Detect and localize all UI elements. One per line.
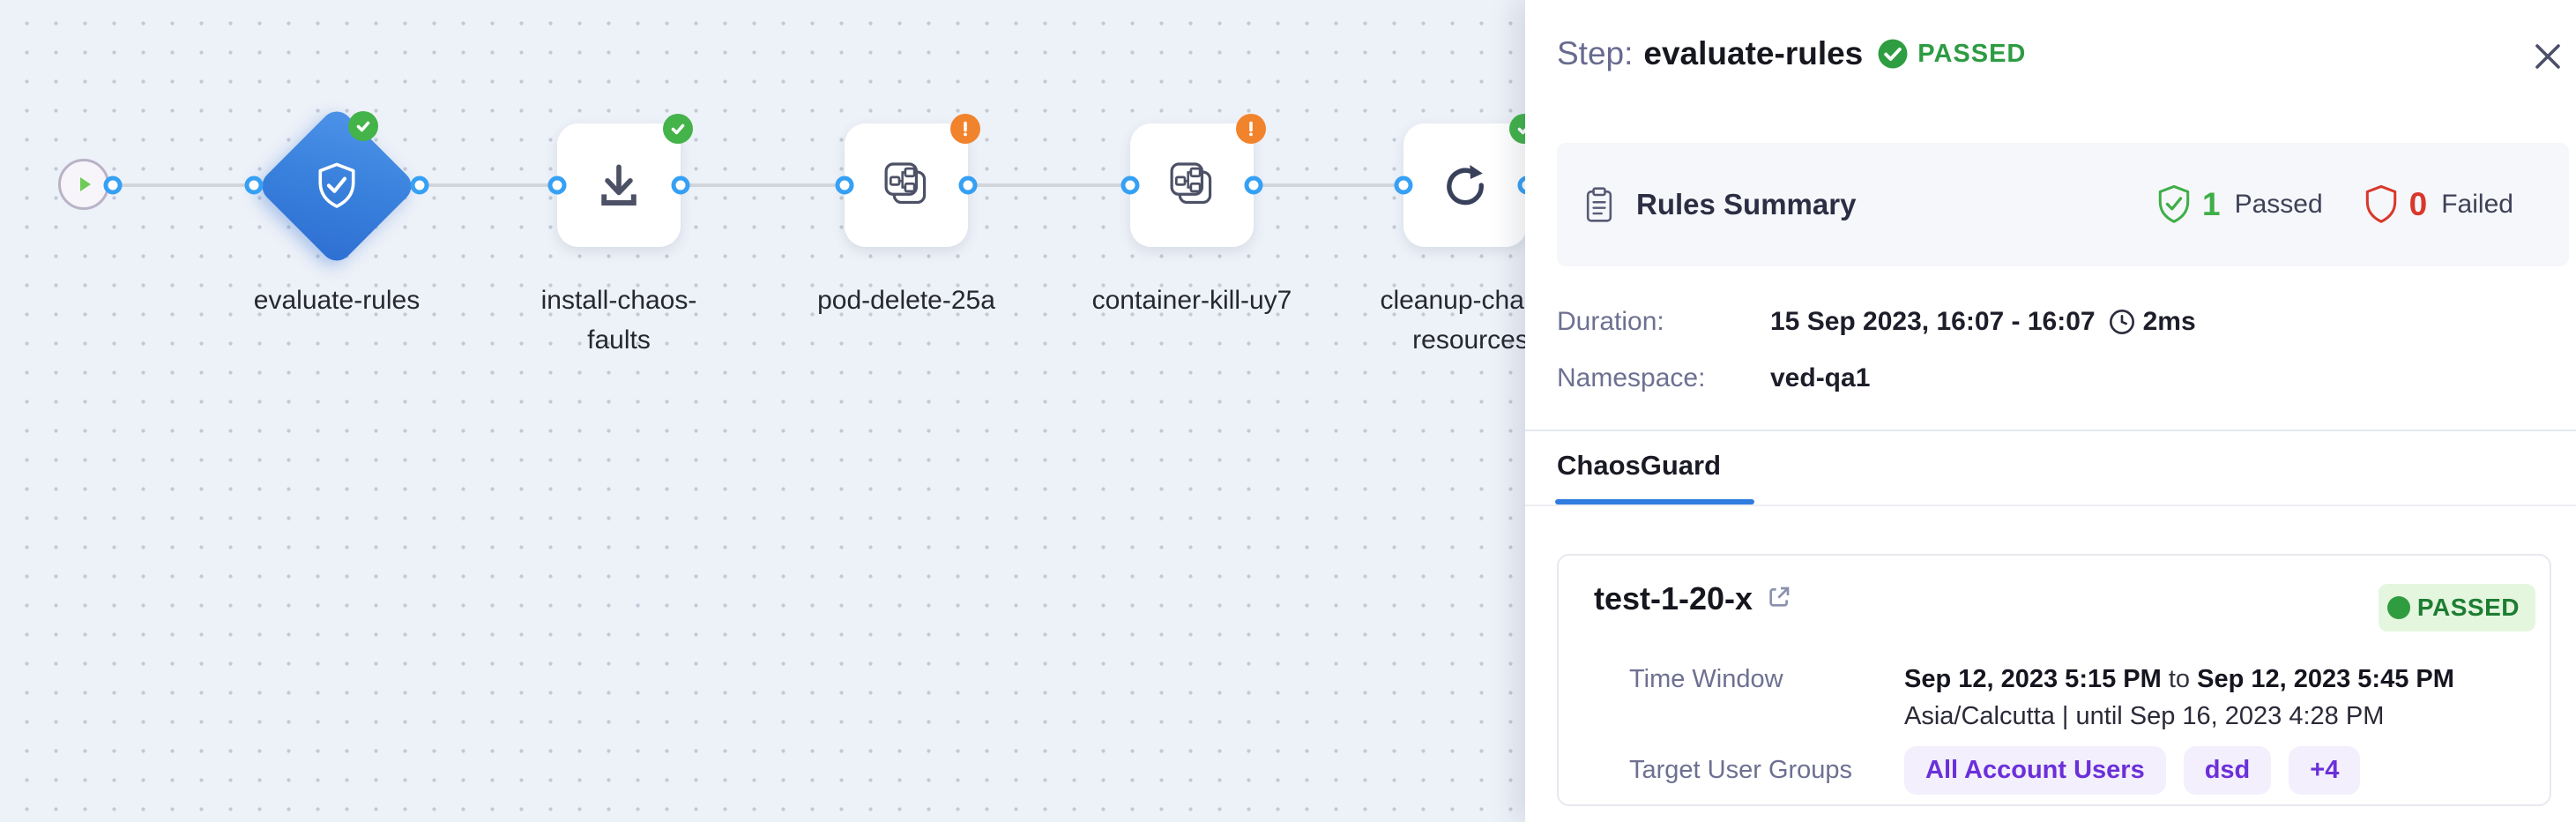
edge bbox=[968, 183, 1130, 187]
namespace-label: Namespace: bbox=[1557, 363, 1706, 392]
tab-chaosguard[interactable]: ChaosGuard bbox=[1557, 450, 1722, 481]
connector-dot bbox=[1120, 176, 1140, 195]
step-status-label: PASSED bbox=[1917, 39, 2027, 68]
node-install-chaos-faults[interactable] bbox=[557, 123, 681, 247]
status-success-badge bbox=[348, 111, 378, 141]
step-prefix: Step: bbox=[1557, 35, 1634, 71]
close-icon[interactable] bbox=[2530, 39, 2565, 74]
edge bbox=[1254, 183, 1403, 187]
user-group-overflow-pill[interactable]: +4 bbox=[2289, 746, 2361, 795]
connector-dot bbox=[1394, 176, 1413, 195]
rules-summary-title: Rules Summary bbox=[1636, 188, 1857, 220]
connector-dot bbox=[410, 176, 429, 195]
clock-icon bbox=[2109, 310, 2134, 334]
namespace-row: Namespace: ved-qa1 bbox=[1557, 363, 1870, 393]
download-icon bbox=[601, 164, 637, 206]
edge bbox=[420, 183, 557, 187]
connector-dot bbox=[671, 176, 690, 195]
status-dot bbox=[2386, 596, 2410, 619]
edge bbox=[681, 183, 845, 187]
check-icon bbox=[356, 121, 370, 132]
status-warning-badge bbox=[950, 114, 980, 144]
passed-count: 1 bbox=[2202, 186, 2221, 222]
target-user-groups-label: Target User Groups bbox=[1629, 756, 1853, 784]
passed-label: Passed bbox=[2234, 190, 2323, 219]
connector-dot bbox=[244, 176, 264, 195]
connector-dot bbox=[958, 176, 978, 195]
condition-status-badge: PASSED bbox=[2378, 584, 2535, 631]
divider bbox=[1525, 430, 2576, 431]
time-window-row: Time Window Sep 12, 2023 5:15 PM to Sep … bbox=[1629, 665, 2454, 694]
panel-header: Step: evaluate-rules PASSED bbox=[1557, 35, 2026, 72]
node-pod-delete-25a[interactable] bbox=[845, 123, 968, 247]
play-icon bbox=[80, 177, 91, 191]
start-node[interactable] bbox=[58, 159, 109, 210]
check-icon bbox=[671, 123, 685, 135]
user-group-pill[interactable]: All Account Users bbox=[1904, 746, 2166, 795]
tab-baseline bbox=[1525, 504, 2576, 506]
active-tab-underline bbox=[1555, 499, 1754, 504]
duration-row: Duration: 15 Sep 2023, 16:07 - 16:07 2ms bbox=[1557, 307, 2196, 337]
node-label-pod-delete-25a: pod-delete-25a bbox=[817, 286, 995, 315]
elapsed-value: 2ms bbox=[2142, 307, 2196, 336]
status-check-icon bbox=[1877, 38, 1909, 70]
shield-passed-icon bbox=[2158, 184, 2190, 223]
duration-value: 15 Sep 2023, 16:07 - 16:07 bbox=[1770, 307, 2096, 336]
time-window-value: Sep 12, 2023 5:15 PM to Sep 12, 2023 5:4… bbox=[1904, 665, 2454, 693]
condition-name: test-1-20-x bbox=[1594, 580, 1753, 616]
clipboard-icon bbox=[1586, 187, 1612, 222]
chaos-fault-icon bbox=[884, 162, 927, 205]
time-window-label: Time Window bbox=[1629, 665, 1783, 693]
shield-check-icon bbox=[318, 162, 355, 208]
failed-count: 0 bbox=[2408, 186, 2428, 222]
status-success-badge bbox=[663, 114, 693, 144]
user-group-pill[interactable]: dsd bbox=[2183, 746, 2272, 795]
duration-label: Duration: bbox=[1557, 307, 1664, 336]
external-link-icon[interactable] bbox=[1765, 583, 1793, 616]
status-warning-badge bbox=[1236, 114, 1266, 144]
node-label-container-kill-uy7: container-kill-uy7 bbox=[1091, 286, 1292, 315]
edge bbox=[113, 183, 254, 187]
shield-failed-icon bbox=[2365, 184, 2396, 223]
namespace-value: ved-qa1 bbox=[1770, 363, 1871, 392]
node-evaluate-rules[interactable] bbox=[256, 105, 418, 267]
timezone-line: Asia/Calcutta | until Sep 16, 2023 4:28 … bbox=[1904, 702, 2385, 730]
connector-dot bbox=[547, 176, 567, 195]
node-label-evaluate-rules: evaluate-rules bbox=[253, 286, 421, 315]
target-user-groups-row: Target User Groups All Account Users dsd… bbox=[1629, 746, 2361, 795]
connector-dot bbox=[835, 176, 854, 195]
step-details-panel: Step: evaluate-rules PASSED bbox=[1525, 0, 2576, 822]
failed-label: Failed bbox=[2441, 190, 2513, 219]
step-name: evaluate-rules bbox=[1643, 35, 1864, 71]
connector-dot bbox=[1244, 176, 1263, 195]
node-label-install-chaos-faults: install-chaos-faults bbox=[540, 286, 697, 355]
chaosguard-condition-card: test-1-20-x PASSED Time Window Sep 12, 2… bbox=[1557, 554, 2551, 806]
rules-summary-band: Rules Summary 1 Passed 0 Failed bbox=[1557, 143, 2569, 266]
chaos-fault-icon bbox=[1170, 162, 1212, 205]
refresh-icon bbox=[1447, 164, 1484, 206]
exclamation-icon bbox=[964, 121, 967, 137]
node-container-kill-uy7[interactable] bbox=[1130, 123, 1254, 247]
connector-dot bbox=[103, 176, 123, 195]
condition-status-label: PASSED bbox=[2416, 594, 2520, 621]
node-cleanup-chaos-resources[interactable] bbox=[1403, 123, 1527, 247]
exclamation-icon bbox=[1249, 121, 1253, 137]
